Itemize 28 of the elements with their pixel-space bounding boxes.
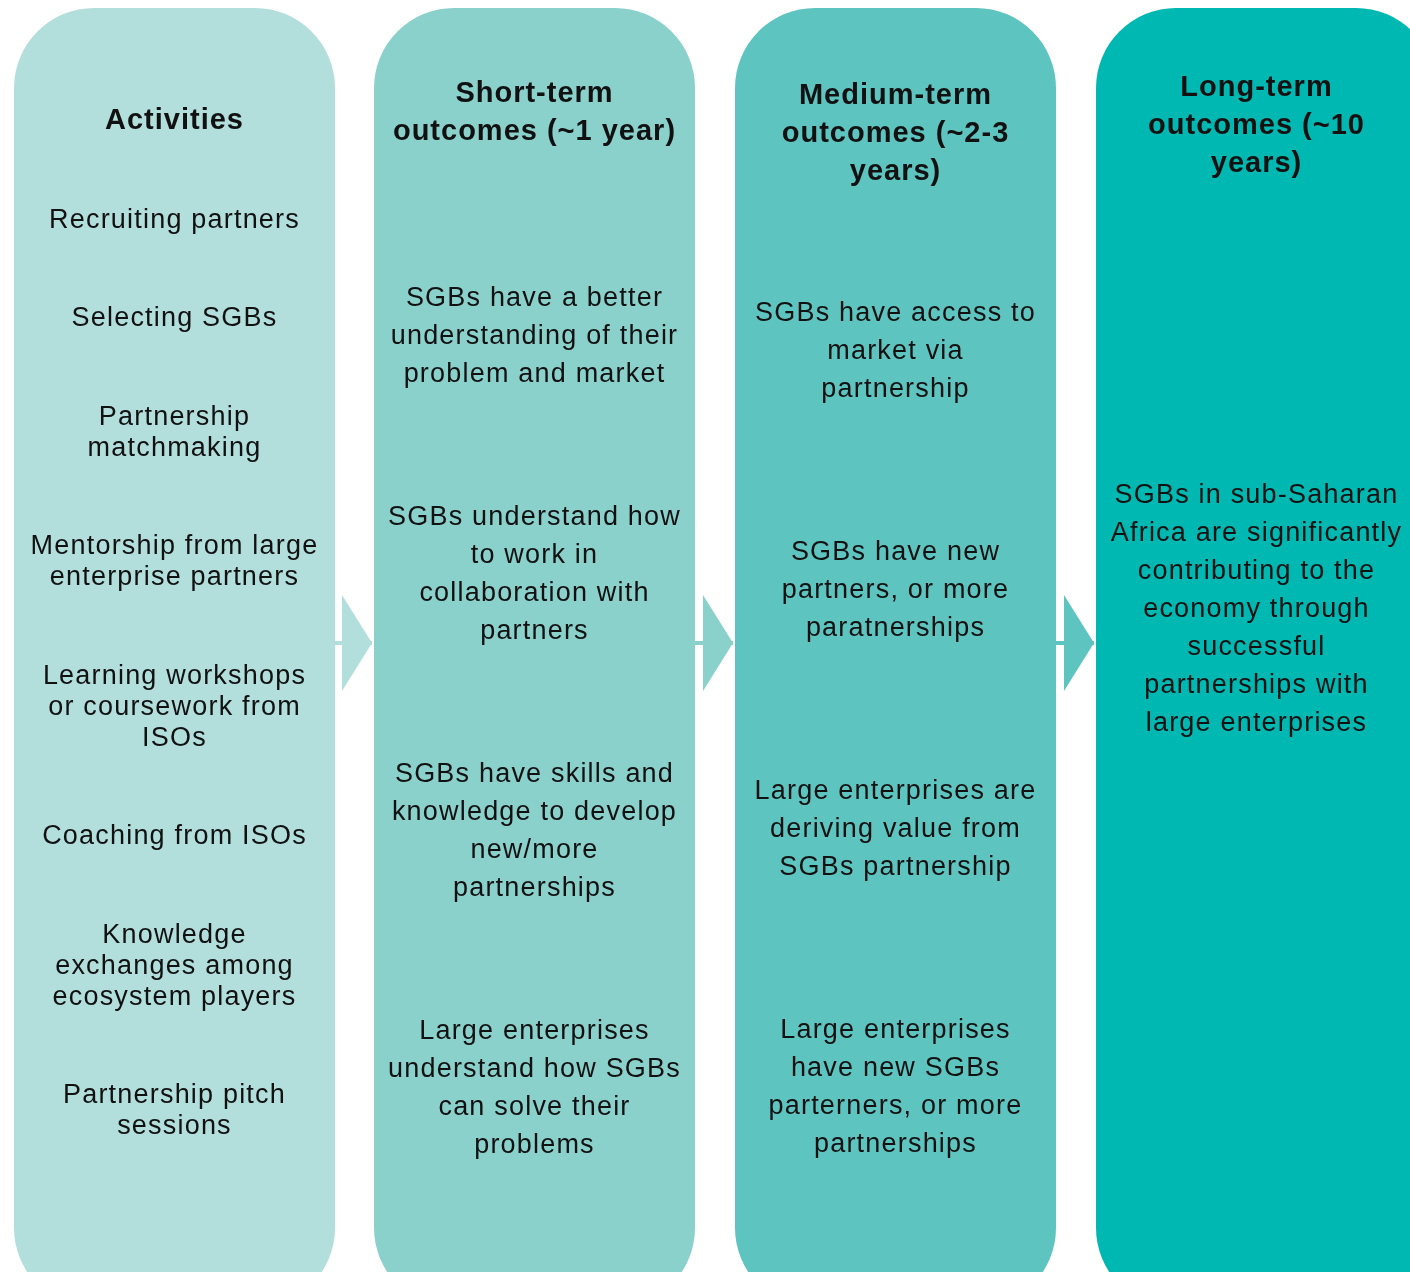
activity-text: Recruiting partners xyxy=(49,203,300,235)
outcome-text: Large enterprises understand how SGBs can solve their problems xyxy=(388,1013,681,1161)
activity-text: Knowledge exchanges among ecosystem players xyxy=(51,918,298,1012)
column-band xyxy=(735,8,1056,1272)
activity-text: Selecting SGBs xyxy=(71,302,278,334)
column-heading: Short-term outcomes (~1 year) xyxy=(391,75,678,148)
column-heading: Medium-term outcomes (~2-3 years) xyxy=(780,77,1011,188)
outcome-text: SGBs have access to market via partnership xyxy=(754,295,1037,405)
chevron-arrow xyxy=(1055,595,1094,691)
activity-text: Partnership matchmaking xyxy=(86,400,263,463)
activity-text: Learning workshops or coursework from ISOs xyxy=(41,659,308,753)
column-heading: Long-term outcomes (~10 years) xyxy=(1147,69,1366,180)
outcome-text: SGBs in sub-Saharan Africa are significantly contributing to the economy through successful partnerships with large enterprises xyxy=(1110,477,1403,739)
activity-text: Partnership pitch sessions xyxy=(62,1079,287,1142)
activity-text: Mentorship from large enterprise partners xyxy=(29,530,320,593)
column-heading: Activities xyxy=(104,102,245,137)
outcome-text: SGBs have a better understanding of their problem and market xyxy=(389,280,680,390)
outcome-text: SGBs have skills and knowledge to develop new/more partnerships xyxy=(390,756,679,904)
chevron-arrow xyxy=(694,595,733,691)
column-band xyxy=(14,8,335,1272)
outcome-text: Large enterprises have new SGBs parterners, or more partnerships xyxy=(767,1013,1024,1161)
outcome-text: SGBs have new partners, or more paratnerships xyxy=(780,534,1011,644)
activity-text: Coaching from ISOs xyxy=(42,820,307,852)
column-band xyxy=(1096,8,1410,1272)
outcome-text: Large enterprises are deriving value from SGBs partnership xyxy=(753,774,1038,884)
outcome-text: SGBs understand how to work in collaboration with partners xyxy=(388,499,681,647)
column-band xyxy=(374,8,695,1272)
chevron-arrow xyxy=(334,595,372,691)
